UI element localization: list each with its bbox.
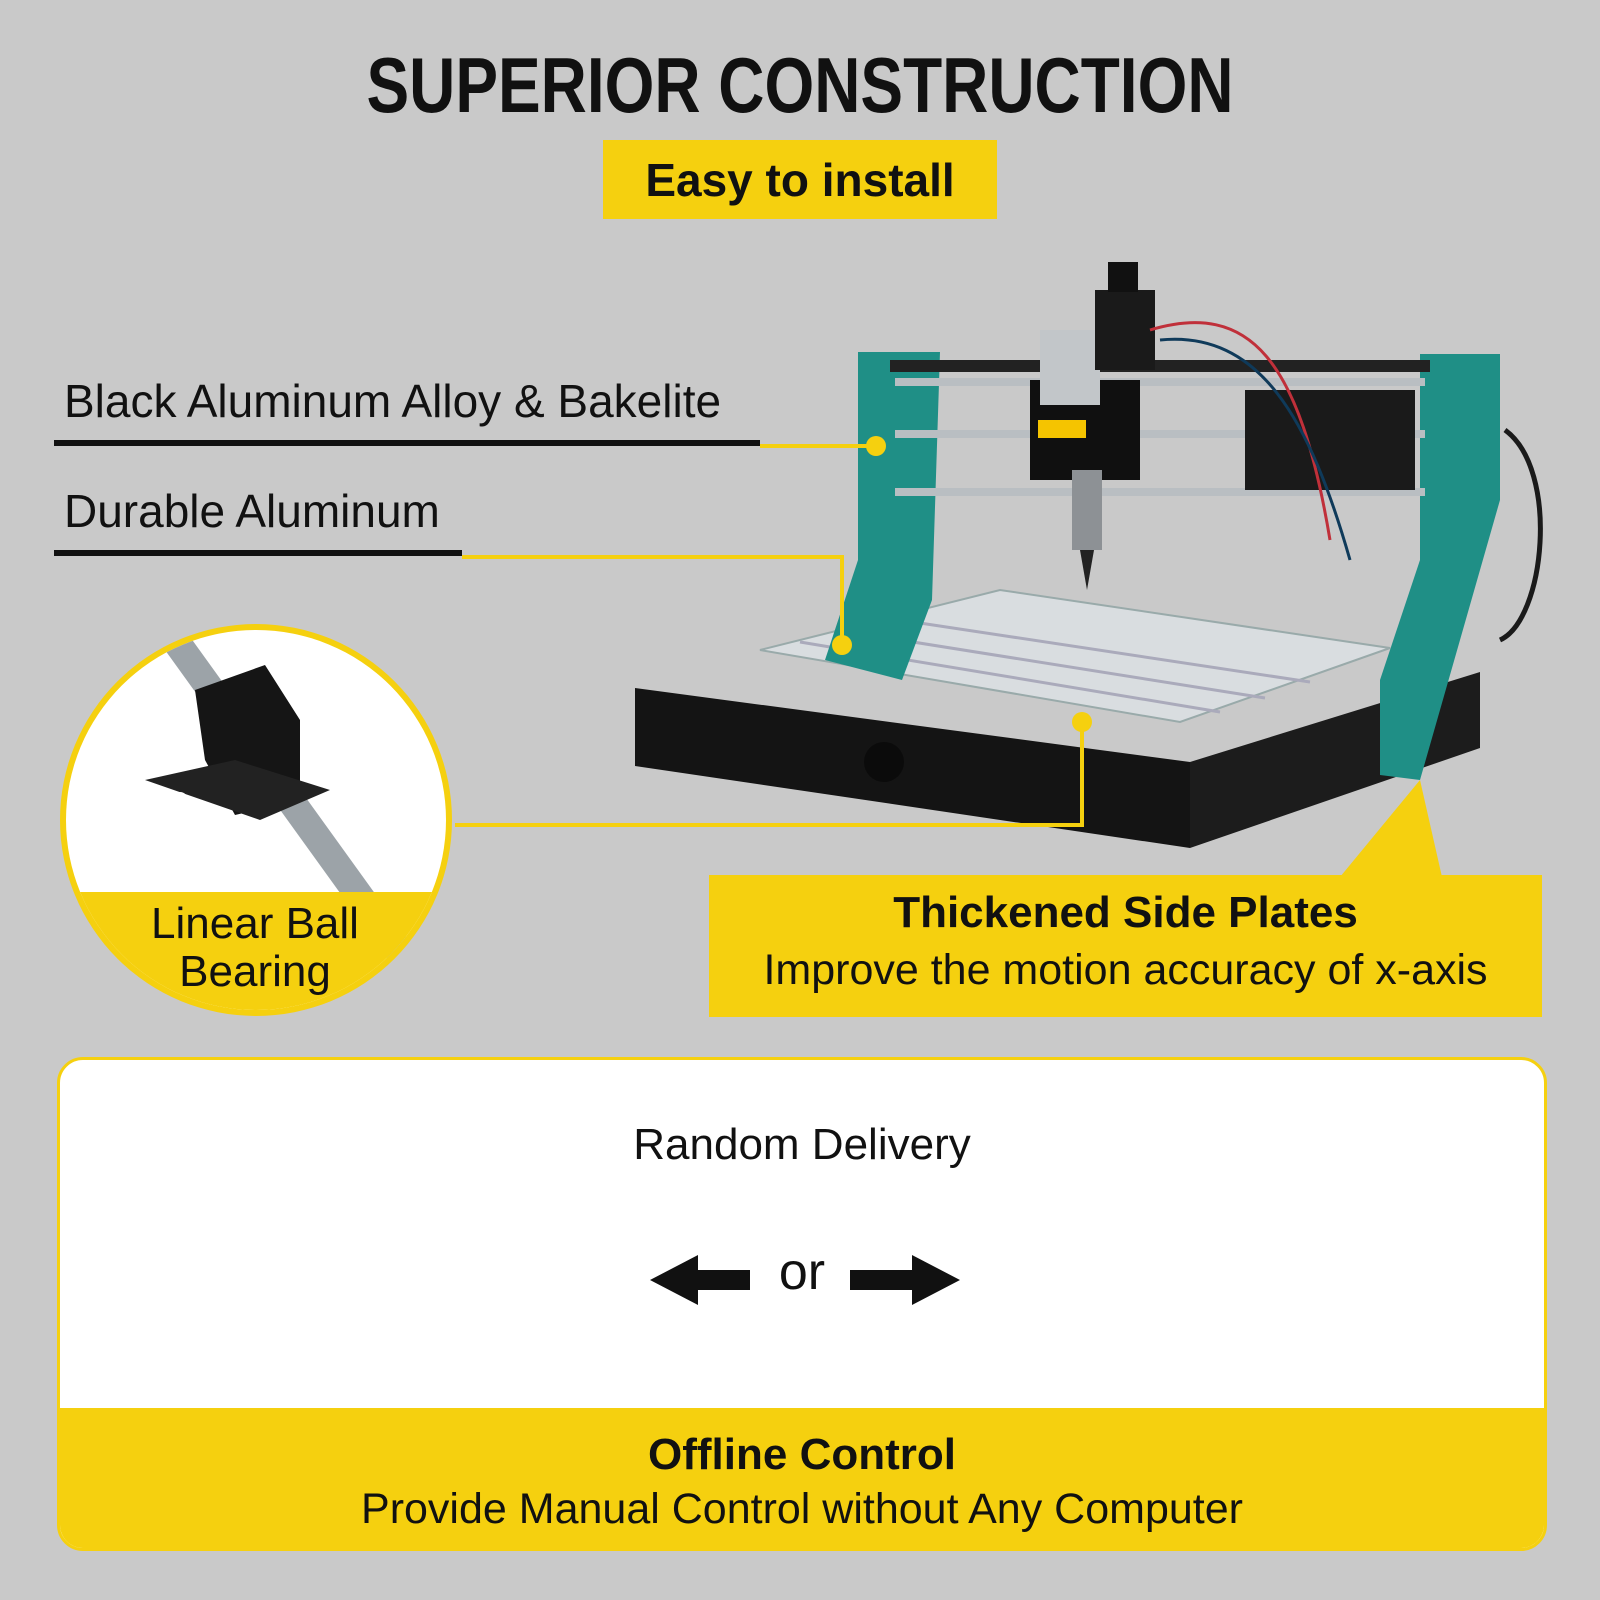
callout-bed-underline <box>54 550 462 556</box>
offline-control-title: Offline Control <box>648 1430 956 1479</box>
offline-control-desc: Provide Manual Control without Any Compu… <box>361 1485 1243 1533</box>
controller-panel: Random Delivery or Offline Control Provi… <box>57 1057 1547 1551</box>
random-delivery-label: Random Delivery <box>633 1120 971 1169</box>
callout-bearing-line1: Linear Ball <box>151 899 359 948</box>
callout-dots <box>832 436 1092 732</box>
side-plates-desc: Improve the motion accuracy of x-axis <box>763 946 1488 994</box>
callout-bearing: Linear Ball Bearing <box>95 900 415 996</box>
double-arrow-icon <box>650 1255 960 1305</box>
or-label: or <box>778 1243 826 1301</box>
offline-control-band <box>60 1408 1544 1548</box>
bearing-zoom-image <box>60 624 452 1016</box>
cnc-machine-image <box>635 262 1543 848</box>
side-plates-box <box>709 875 1542 1017</box>
subtitle-badge: Easy to install <box>603 140 997 219</box>
callout-bearing-line2: Bearing <box>179 947 331 996</box>
subtitle-text: Easy to install <box>645 153 955 206</box>
side-plates-title: Thickened Side Plates <box>893 888 1358 937</box>
page-title: SUPERIOR CONSTRUCTION <box>366 41 1234 129</box>
callout-frame-material: Black Aluminum Alloy & Bakelite <box>64 375 722 427</box>
callout-bed-material: Durable Aluminum <box>64 485 440 537</box>
side-plate-pointer <box>1340 780 1442 877</box>
callout-lines <box>455 444 1084 827</box>
callout-frame-underline <box>54 440 760 446</box>
